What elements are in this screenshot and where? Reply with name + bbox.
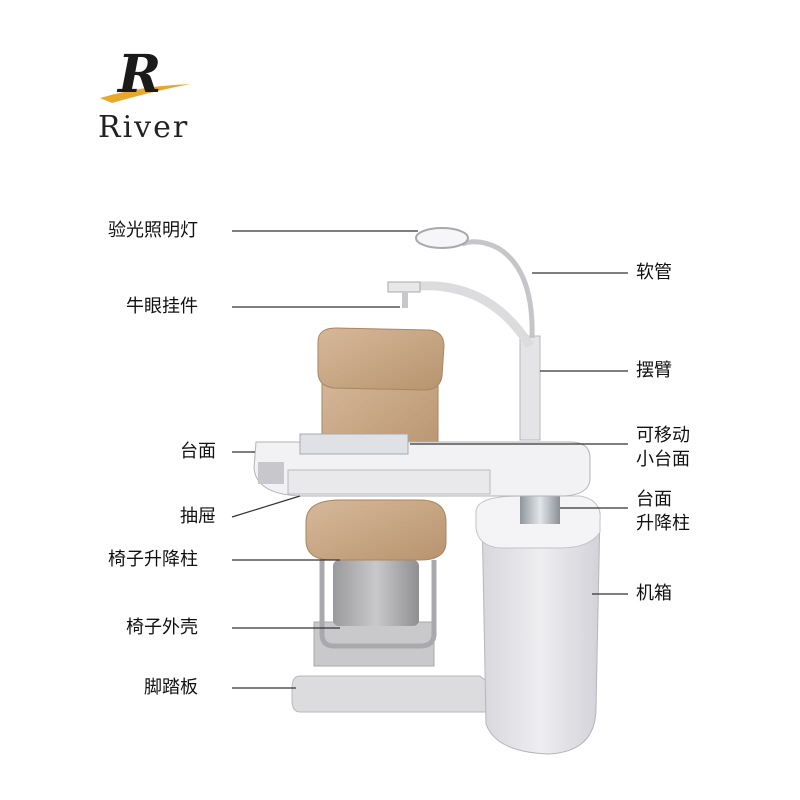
product-illustration — [253, 227, 601, 755]
logo-brush-stroke — [100, 84, 190, 103]
brand-logo: R — [100, 44, 190, 105]
chair-footring — [319, 560, 437, 649]
leader-lines — [231, 230, 628, 689]
exam-lamp-head — [415, 227, 469, 249]
label-table-lift-column: 台面 升降柱 — [636, 489, 690, 534]
footrest-plate — [291, 675, 511, 713]
occluder-stem — [402, 292, 408, 308]
control-panel — [258, 462, 284, 484]
label-swing-arm: 摆臂 — [636, 360, 672, 381]
chair-headrest — [317, 327, 445, 391]
table-lift-column — [520, 496, 560, 524]
label-exam-lamp: 验光照明灯 — [108, 220, 198, 241]
label-footrest: 脚踏板 — [144, 677, 198, 698]
label-chair-lift-column: 椅子升降柱 — [108, 549, 198, 570]
chair-shell — [333, 560, 419, 626]
cabinet-body — [481, 511, 601, 755]
flexible-hose — [461, 239, 535, 339]
label-drawer: 抽屉 — [180, 506, 216, 527]
leader-drawer — [231, 495, 301, 518]
movable-small-table — [299, 433, 409, 455]
swing-arm — [417, 281, 534, 349]
label-hose: 软管 — [636, 262, 672, 283]
label-cabinet: 机箱 — [636, 583, 672, 604]
swing-arm-post — [519, 335, 541, 441]
logo-letter: R — [116, 44, 161, 105]
label-occluder-holder: 牛眼挂件 — [126, 296, 198, 317]
label-chair-shell: 椅子外壳 — [126, 617, 198, 638]
occluder-holder — [387, 281, 421, 293]
label-movable-small-table: 可移动 小台面 — [636, 425, 690, 470]
brand-name: River — [98, 110, 190, 145]
drawer — [287, 469, 491, 495]
chair-seat — [305, 499, 447, 561]
label-tabletop: 台面 — [180, 441, 216, 462]
